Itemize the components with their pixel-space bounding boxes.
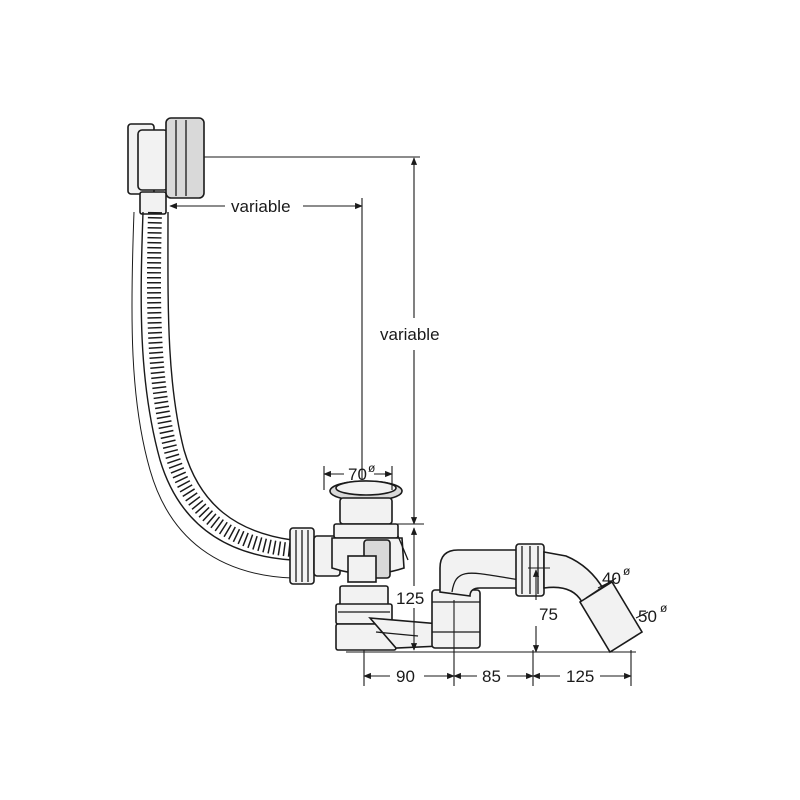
diameter-symbol-70: ø	[368, 461, 376, 475]
overflow-head	[127, 117, 205, 215]
flexible-hose	[131, 211, 293, 579]
label-variable-vertical: variable	[380, 325, 440, 344]
dim-variable-horizontal: variable	[169, 197, 363, 216]
label-85: 85	[482, 667, 501, 686]
label-variable-horizontal: variable	[231, 197, 291, 216]
dim-variable-vertical: variable	[204, 156, 440, 525]
label-70: 70	[348, 465, 367, 484]
label-90: 90	[396, 667, 415, 686]
label-125-width: 125	[566, 667, 594, 686]
diameter-symbol-50: ø	[660, 601, 668, 615]
diameter-symbol-40: ø	[623, 564, 631, 578]
dim-outlet-diameters: 40 ø 50 ø	[597, 564, 668, 626]
label-75-height: 75	[539, 605, 558, 624]
drain-valve-body	[329, 480, 409, 583]
outlet-bend	[439, 543, 644, 654]
trap-body	[335, 585, 481, 651]
dim-70-diameter: 70 ø	[323, 461, 393, 490]
dim-125-height: 125	[396, 527, 424, 651]
label-125-height: 125	[396, 589, 424, 608]
label-50: 50	[638, 607, 657, 626]
dim-bottom-chain: 90 85 125	[363, 600, 632, 686]
dim-75-height: 75	[528, 567, 558, 653]
label-40: 40	[602, 569, 621, 588]
